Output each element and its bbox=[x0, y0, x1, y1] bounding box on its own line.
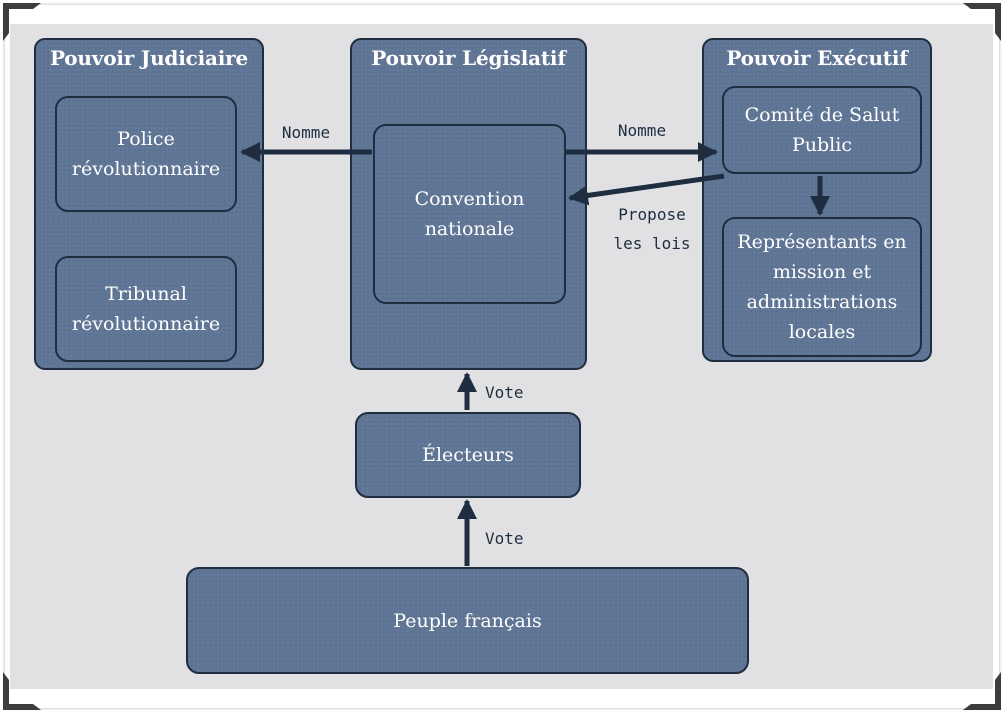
box-representants-en-mission: Représentants en mission et administrati… bbox=[722, 217, 922, 357]
box-electeurs-label: Électeurs bbox=[422, 444, 514, 466]
box-representants-en-mission-label: Représentants en mission et administrati… bbox=[737, 231, 907, 343]
box-convention-nationale-label: Convention nationale bbox=[414, 188, 525, 240]
box-comite-salut-public-label: Comité de Salut Public bbox=[744, 104, 900, 156]
bottom-left-corner-icon bbox=[3, 672, 41, 710]
panel-judiciaire-title: Pouvoir Judiciaire bbox=[49, 46, 249, 70]
label-nomme-right: Nomme bbox=[618, 121, 666, 140]
label-vote-top: Vote bbox=[485, 383, 524, 402]
label-propose: Propose bbox=[618, 205, 685, 224]
label-nomme-left: Nomme bbox=[282, 123, 330, 142]
panel-executif-title: Pouvoir Exécutif bbox=[726, 46, 908, 70]
box-electeurs: Électeurs bbox=[355, 412, 581, 498]
label-les-lois: les lois bbox=[613, 234, 690, 253]
box-tribunal-revolutionnaire: Tribunal révolutionnaire bbox=[55, 256, 237, 362]
box-police-revolutionnaire-label: Police révolutionnaire bbox=[71, 128, 221, 180]
label-vote-bottom: Vote bbox=[485, 529, 524, 548]
box-peuple-francais-label: Peuple français bbox=[393, 609, 542, 632]
top-right-corner-icon bbox=[963, 3, 1001, 41]
arrow-propose-lois bbox=[568, 173, 725, 206]
top-left-corner-icon bbox=[3, 3, 41, 41]
bottom-right-corner-icon bbox=[963, 672, 1001, 710]
box-police-revolutionnaire: Police révolutionnaire bbox=[55, 96, 237, 212]
box-convention-nationale: Convention nationale bbox=[373, 124, 566, 304]
box-tribunal-revolutionnaire-label: Tribunal révolutionnaire bbox=[71, 283, 221, 335]
panel-legislatif-title: Pouvoir Législatif bbox=[371, 46, 566, 70]
box-peuple-francais: Peuple français bbox=[186, 567, 749, 674]
box-comite-salut-public: Comité de Salut Public bbox=[722, 86, 922, 174]
panel-legislatif: Pouvoir Législatif bbox=[350, 38, 587, 370]
